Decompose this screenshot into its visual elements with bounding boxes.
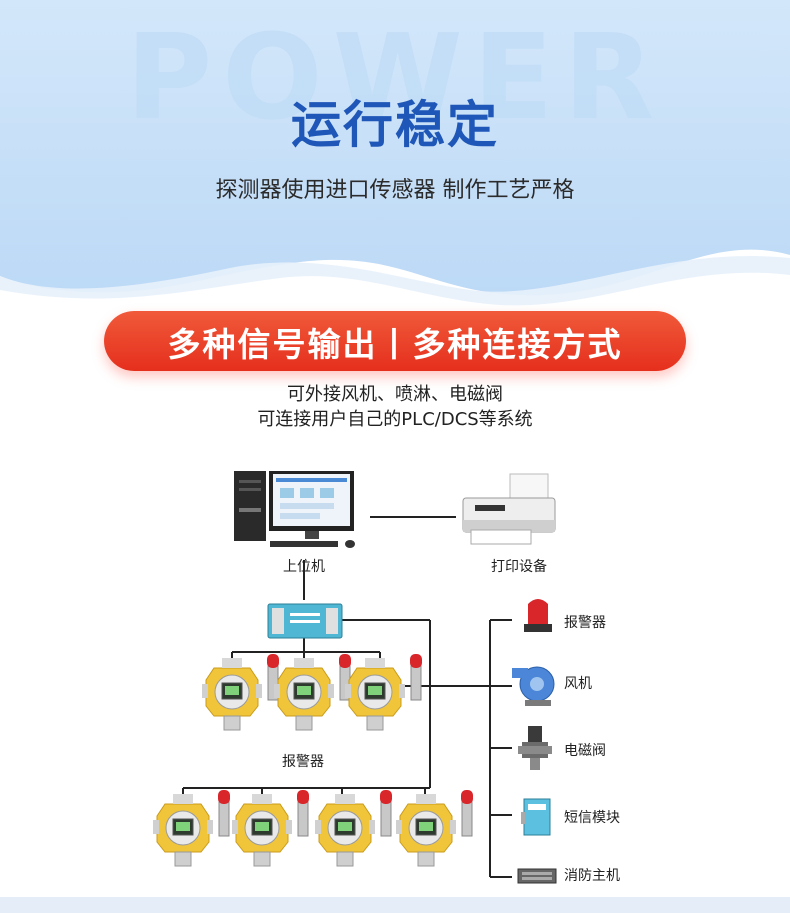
gas-detector-icon (273, 653, 352, 731)
gas-detector-icon (152, 789, 231, 867)
alarm-group-label: 报警器 (282, 754, 324, 770)
banner-text: 多种信号输出丨多种连接方式 (167, 325, 623, 364)
sms-module-icon (521, 798, 551, 836)
host-computer-icon (234, 471, 355, 548)
watermark-text: POWER (125, 8, 665, 146)
gas-detector-icon (344, 653, 423, 731)
hero-background (0, 0, 790, 310)
output-label-sms: 短信模块 (564, 810, 620, 826)
fan-icon (512, 666, 555, 706)
gas-detector-icon (231, 789, 310, 867)
fire-host-icon (517, 868, 557, 884)
alarm-light-icon (524, 599, 552, 632)
page-title: 运行稳定 (291, 96, 499, 154)
output-label-fire-host: 消防主机 (564, 868, 620, 884)
description-line-1: 可外接风机、喷淋、电磁阀 (287, 384, 503, 405)
bottom-bar (0, 897, 790, 913)
page-subtitle: 探测器使用进口传感器 制作工艺严格 (215, 178, 575, 203)
description-line-2: 可连接用户自己的PLC/DCS等系统 (257, 409, 533, 430)
gas-detector-icon (395, 789, 474, 867)
gas-detector-icon (201, 653, 280, 731)
output-label-valve: 电磁阀 (564, 743, 606, 759)
gas-detector-icon (314, 789, 393, 867)
host-label: 上位机 (283, 559, 325, 575)
printer-icon (462, 473, 556, 545)
converter-module-icon (267, 603, 343, 639)
output-label-fan: 风机 (564, 676, 592, 692)
solenoid-valve-icon (518, 726, 552, 770)
signal-banner (104, 311, 686, 371)
output-label-alarm: 报警器 (564, 615, 606, 631)
connection-lines (182, 516, 512, 878)
printer-label: 打印设备 (491, 559, 547, 575)
